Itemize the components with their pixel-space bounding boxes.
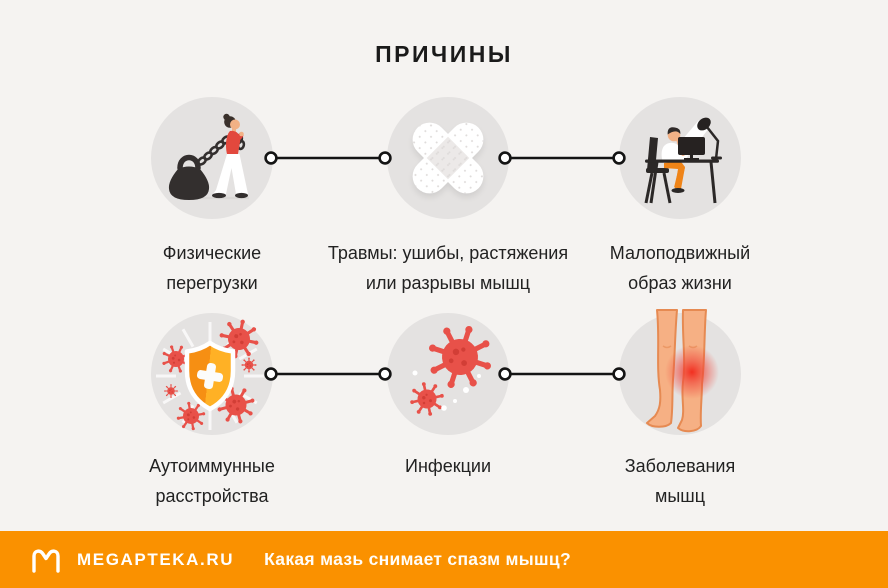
kettlebell-woman-icon xyxy=(168,113,249,200)
cause-icon-circle-autoimmune xyxy=(151,313,273,435)
brand-name: MEGAPTEKA.RU xyxy=(77,549,235,569)
megapteka-logo-icon xyxy=(32,549,60,573)
cause-icon-circle-infections xyxy=(387,313,509,435)
footer-question: Какая мазь снимает спазм мышц? xyxy=(264,549,571,569)
cause-label-muscle-disease: Заболевания мышц xyxy=(624,456,736,506)
cause-icon-circle-injuries xyxy=(387,97,509,219)
footer-bar: MEGAPTEKA.RU Какая мазь снимает спазм мы… xyxy=(0,531,888,588)
connector-line xyxy=(498,367,626,381)
cause-icon-circle-sedentary xyxy=(619,97,741,219)
cause-label-sedentary: Малоподвижный образ жизни xyxy=(609,243,751,293)
desk-sitting-icon xyxy=(644,117,722,204)
connector-line xyxy=(498,151,626,165)
cause-label-physical-overload: Физические перегрузки xyxy=(162,243,262,293)
cause-label-injuries: Травмы: ушибы, растяжения или разрывы мы… xyxy=(327,243,569,293)
page-title: ПРИЧИНЫ xyxy=(375,41,513,67)
crossed-plasters-icon xyxy=(412,122,484,194)
cause-icon-circle-muscle-disease xyxy=(619,309,741,435)
cause-label-infections: Инфекции xyxy=(405,456,491,476)
cause-icon-circle-physical-overload xyxy=(151,97,273,219)
legs-pain-icon xyxy=(646,309,719,433)
cause-label-autoimmune: Аутоиммунные расстройства xyxy=(149,456,275,506)
connector-line xyxy=(264,367,392,381)
connector-line xyxy=(264,151,392,165)
shield-immunity-icon xyxy=(156,313,265,434)
virus-icon xyxy=(405,313,509,421)
